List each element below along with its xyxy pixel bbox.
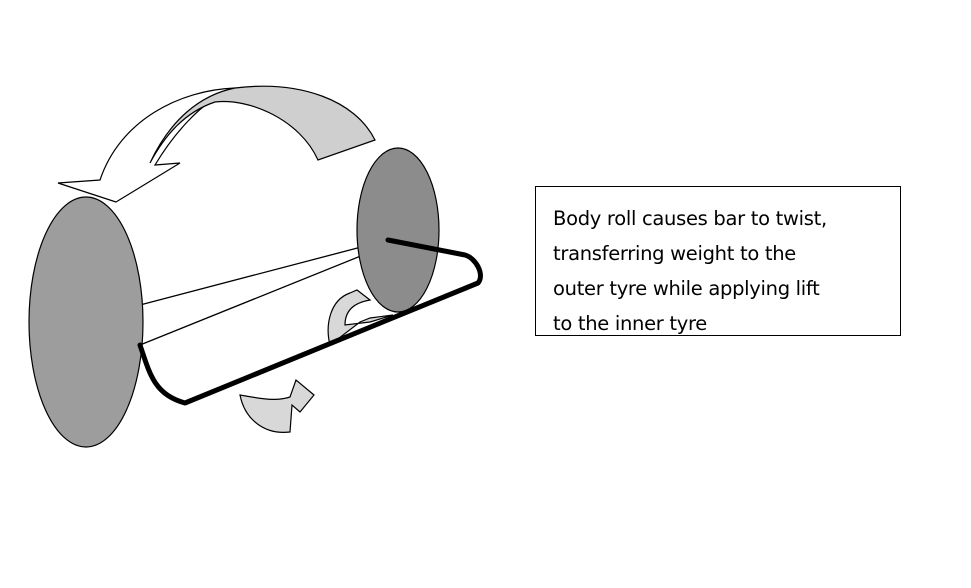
twist-arrow-front bbox=[239, 378, 315, 433]
caption-line-2: transferring weight to the bbox=[553, 242, 796, 265]
caption-line-4: to the inner tyre bbox=[553, 312, 707, 335]
caption-box: Body roll causes bar to twist, transferr… bbox=[535, 186, 901, 336]
twist-arrow-rear bbox=[327, 289, 394, 347]
anti-roll-bar bbox=[137, 237, 483, 406]
front-tyre bbox=[28, 196, 144, 448]
chassis-line-upper bbox=[139, 239, 389, 306]
caption-line-3: outer tyre while applying lift bbox=[553, 277, 820, 300]
chassis-line-lower bbox=[139, 244, 389, 346]
caption-line-1: Body roll causes bar to twist, bbox=[553, 207, 827, 230]
body-roll-arrow-front bbox=[57, 87, 236, 203]
rear-tyre bbox=[356, 147, 440, 313]
body-roll-arrow-back bbox=[149, 85, 376, 164]
